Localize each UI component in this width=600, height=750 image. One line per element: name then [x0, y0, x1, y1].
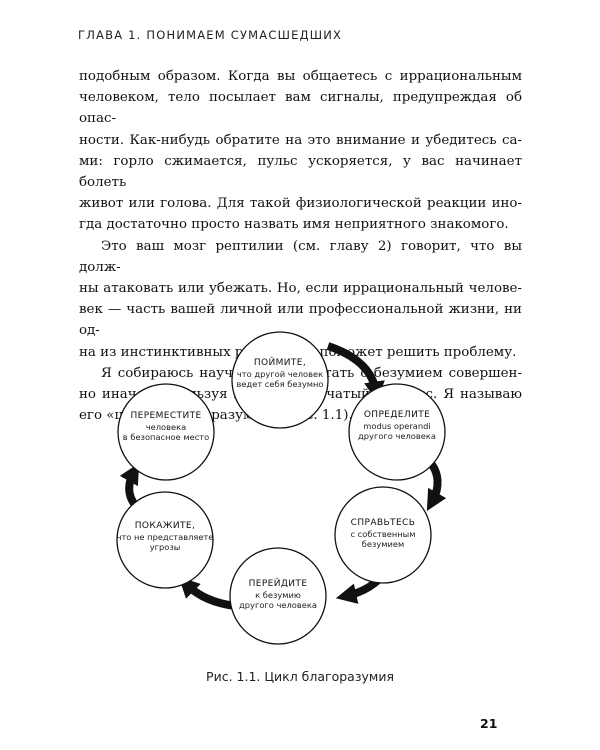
sanity-cycle-diagram: ПОЙМИТЕ, что другой человек ведет себя б… [116, 331, 447, 645]
node-text: что другой человек [237, 369, 323, 379]
text-line: век — часть вашей личной или профессиона… [79, 302, 522, 339]
cycle-node-cope [334, 486, 432, 584]
text-line: Это ваш мозг рептилии (см. главу 2) гово… [79, 238, 522, 275]
cycle-node-identify [348, 383, 446, 481]
node-text: modus operandi [363, 421, 430, 431]
text-line: человеком, тело посылает вам сигналы, пр… [79, 90, 522, 127]
cycle-node-relocate [117, 383, 215, 481]
cycle-node-understand [231, 331, 329, 429]
figure-caption: Рис. 1.1. Цикл благоразумия [206, 669, 394, 684]
node-text: другого человека [239, 600, 317, 610]
node-text: угрозы [150, 542, 181, 552]
cycle-arrow [178, 576, 237, 610]
node-title: ПЕРЕМЕСТИТЕ [130, 411, 201, 421]
node-text: с собственным [350, 529, 415, 539]
cycle-node-move-to [229, 547, 327, 645]
node-title: ПОКАЖИТЕ, [135, 521, 195, 531]
node-text: безумием [362, 539, 405, 549]
node-text: ведет себя безумно [236, 379, 323, 389]
node-text: другого человека [358, 431, 436, 441]
node-title: ПЕРЕЙДИТЕ [249, 577, 308, 589]
text-line: живот или голова. Для такой физиологичес… [79, 196, 522, 212]
node-title: ПОЙМИТЕ, [254, 356, 306, 368]
text-line: ми: горло сжимается, пульс ускоряется, у… [79, 153, 522, 191]
cycle-arrow [326, 342, 385, 403]
node-text: в безопасное место [123, 432, 209, 442]
node-title: СПРАВЬТЕСЬ [351, 518, 416, 528]
text-line: ны атаковать или убежать. Но, если иррац… [79, 281, 522, 297]
node-text: человека [146, 422, 186, 432]
page-number: 21 [480, 716, 498, 731]
node-text: что не представляете [117, 532, 214, 542]
text-line: гда достаточно просто назвать имя неприя… [79, 217, 509, 233]
cycle-node-show [116, 491, 214, 589]
text-line: ности. Как-нибудь обратите на это вниман… [79, 132, 522, 148]
running-head: ГЛАВА 1. ПОНИМАЕМ СУМАСШЕДШИХ [78, 28, 343, 42]
text-line: подобным образом. Когда вы общаетесь с и… [79, 69, 522, 84]
node-title: ОПРЕДЕЛИТЕ [364, 410, 430, 420]
paragraph-1: подобным образом. Когда вы общаетесь с и… [79, 66, 522, 236]
node-text: к безумию [255, 590, 301, 600]
